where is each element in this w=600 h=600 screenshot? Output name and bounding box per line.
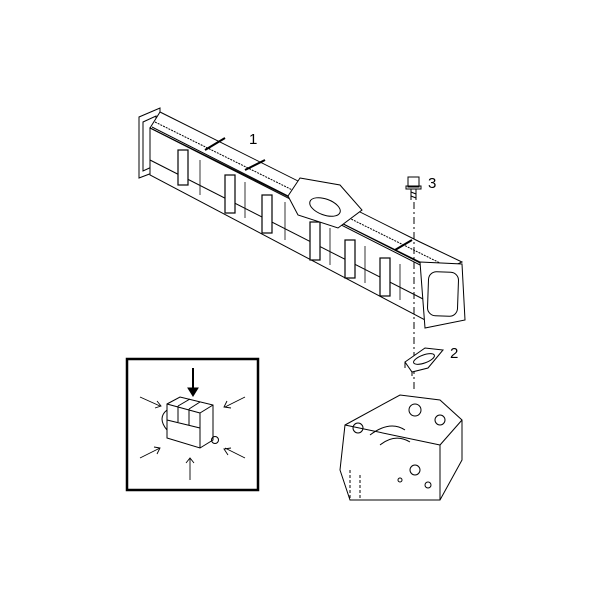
gasket (404, 347, 444, 376)
inset-detail (125, 357, 260, 492)
callout-3: 3 (428, 175, 437, 192)
bolt (405, 176, 422, 200)
callout-1: 1 (249, 131, 258, 148)
cylinder-head (339, 394, 463, 501)
intake-manifold (138, 107, 466, 329)
callout-2: 2 (450, 345, 459, 362)
